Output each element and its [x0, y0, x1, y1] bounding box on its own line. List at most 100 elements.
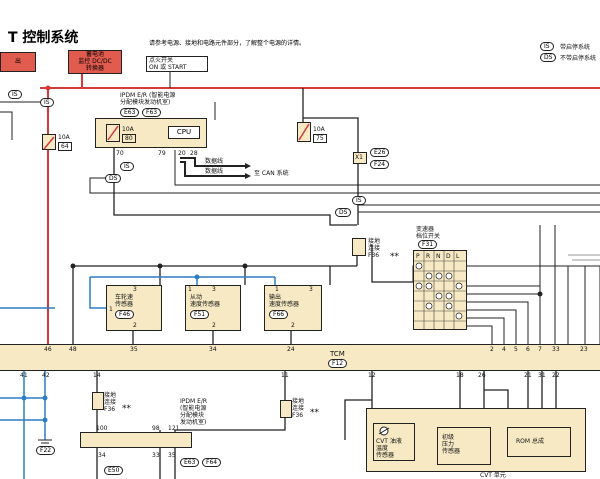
tcm-connector: F12	[328, 359, 348, 368]
tcm-label: TCM	[330, 350, 345, 358]
sensor-driven-speed-pin-left: 1	[188, 286, 192, 293]
pressure-sensor-box: 初级 压力 传感器	[437, 427, 491, 465]
shifter-pos-l: L	[456, 253, 460, 260]
sensor-driven-speed-title: 从动 速度传感器	[190, 294, 221, 308]
tcm-pin-42: 42	[42, 372, 50, 379]
thermistor-icon	[378, 426, 390, 436]
sensor-driven-speed: 从动 速度传感器 F51 3 1 2	[185, 285, 241, 331]
pin-33: 33	[152, 452, 160, 459]
tcm-pin-41: 41	[20, 372, 28, 379]
pin-121: 121	[168, 425, 180, 432]
fuse-80-no: 80	[122, 134, 136, 143]
fuse-80-rating: 10A	[122, 126, 134, 133]
battery-dcdc-box: 蓄电池 监控 DC/DC 转换器	[68, 50, 122, 74]
fuse-64-rating: 10A	[58, 134, 70, 141]
ipdm-top-label: IPDM E/R (智能电源 分配模块发动机室)	[120, 92, 176, 106]
sensor-output-speed-title: 输出 速度传感器	[269, 294, 300, 308]
shifter-pos-p: P	[416, 253, 420, 260]
tcm-pin-5: 5	[514, 346, 518, 353]
shifter-contacts	[414, 251, 466, 329]
tcm-pin-6: 6	[526, 346, 530, 353]
tcm-pin-7: 7	[538, 346, 542, 353]
tcm-module: TCM F12 46 48 35 34 24 2 4 5 6 7 33 23	[0, 344, 600, 371]
tcm-pin-12: 12	[368, 372, 376, 379]
pin-28: 28	[190, 150, 198, 157]
pin-20: 20	[178, 150, 186, 157]
red-box-left: 出	[0, 52, 36, 72]
sensor-wheel-speed-connector: F46	[115, 310, 135, 319]
cvt-oil-sensor-box: CVT 油液 温度 传感器	[373, 423, 415, 461]
cpu-block: CPU	[168, 126, 200, 139]
sensor-wheel-speed-pin-left: 1	[109, 306, 113, 313]
data-line-2: 数据线	[205, 168, 224, 175]
shifter-grid: P R N D L	[413, 250, 467, 330]
data-line-1: 数据线	[205, 158, 224, 165]
tcm-pin-14: 14	[93, 372, 101, 379]
legend-is-code: IS	[540, 42, 554, 51]
sensor-driven-speed-connector: F51	[190, 310, 210, 319]
tcm-pin-11: 11	[281, 372, 289, 379]
ignition-switch: 点火开关 ON 或 START	[146, 56, 208, 72]
joint-left-label: 接地 连接 F36	[104, 392, 117, 413]
cvt-unit: CVT 油液 温度 传感器 初级 压力 传感器 ROM 总成	[366, 408, 586, 472]
connector-e26: E26	[370, 148, 390, 157]
tcm-pin-4: 4	[502, 346, 506, 353]
joint-left-marks: **	[122, 404, 131, 414]
cvt-unit-label: CVT 单元	[480, 472, 506, 479]
connector-f22: F22	[36, 446, 56, 455]
tag-ds-2: DS	[335, 208, 352, 217]
tcm-pin-26: 26	[478, 372, 486, 379]
shifter-pos-r: R	[426, 253, 431, 260]
ipdm-bottom-connector-b: F64	[202, 458, 222, 467]
tcm-pin-34: 34	[209, 346, 217, 353]
shifter-pos-n: N	[436, 253, 441, 260]
header-note: 请参考电源、接地和电路元件部分，了解整个电源的详情。	[149, 40, 306, 47]
legend-ds-label: 不带启停系统	[560, 55, 597, 62]
tcm-pin-21: 21	[524, 372, 532, 379]
battery-dcdc-label: 蓄电池 监控 DC/DC 转换器	[78, 51, 112, 72]
sensor-wheel-speed-pin-top: 3	[133, 286, 137, 293]
connector-x1: X1	[355, 154, 363, 161]
legend-ds-code: DS	[540, 53, 557, 62]
connector-x1-box: X1	[353, 152, 367, 164]
fuse-75-no: 75	[313, 134, 327, 143]
legend-is-label: 带启停系统	[560, 44, 591, 51]
connector-e50: E50	[104, 466, 124, 475]
sensor-wheel-speed-title: 车轮速 传感器	[115, 294, 134, 308]
fuse-icon	[107, 125, 119, 141]
sensor-output-speed-connector: F66	[269, 310, 289, 319]
pin-35: 35	[168, 452, 176, 459]
joint-top-marks: **	[390, 252, 399, 262]
tcm-pin-18: 18	[456, 372, 464, 379]
sensor-output-speed-pin-top: 3	[309, 286, 313, 293]
pressure-sensor-label: 初级 压力 传感器	[442, 434, 461, 455]
joint-top-label: 接地 连接 F36	[368, 238, 381, 259]
ipdm-top-connector-a: E63	[120, 108, 140, 117]
fuse-64	[42, 134, 56, 150]
fuse-75-rating: 10A	[313, 126, 325, 133]
rom-label: ROM 总成	[516, 438, 544, 445]
pin-98: 98	[152, 425, 160, 432]
tcm-pin-31: 31	[538, 372, 546, 379]
ipdm-top-connector-b: F63	[142, 108, 162, 117]
fuse-75	[297, 122, 311, 142]
joint-mid-box	[280, 400, 292, 418]
tcm-pin-35: 35	[130, 346, 138, 353]
tag-is-4: IS	[352, 196, 366, 205]
ipdm-bottom-module	[80, 432, 192, 448]
sensor-driven-speed-pin-bottom: 2	[212, 322, 216, 329]
tag-ds-1: DS	[105, 174, 122, 183]
tcm-pin-24: 24	[287, 346, 295, 353]
tcm-pin-2: 2	[490, 346, 494, 353]
tcm-pin-22: 22	[552, 372, 560, 379]
red-box-left-label: 出	[14, 58, 21, 65]
connector-f24: F24	[370, 160, 390, 169]
to-can-system: 至 CAN 系统	[254, 170, 289, 177]
pin-70: 70	[116, 150, 124, 157]
tag-is-1: IS	[8, 90, 22, 99]
sensor-wheel-speed: 车轮速 传感器 F46 3 1 2	[106, 285, 162, 331]
tcm-pin-33: 33	[552, 346, 560, 353]
sensor-output-speed-pin-bottom: 2	[291, 322, 295, 329]
page-title: T 控制系统	[8, 30, 79, 46]
sensor-output-speed-pin-left: 1	[275, 286, 279, 293]
